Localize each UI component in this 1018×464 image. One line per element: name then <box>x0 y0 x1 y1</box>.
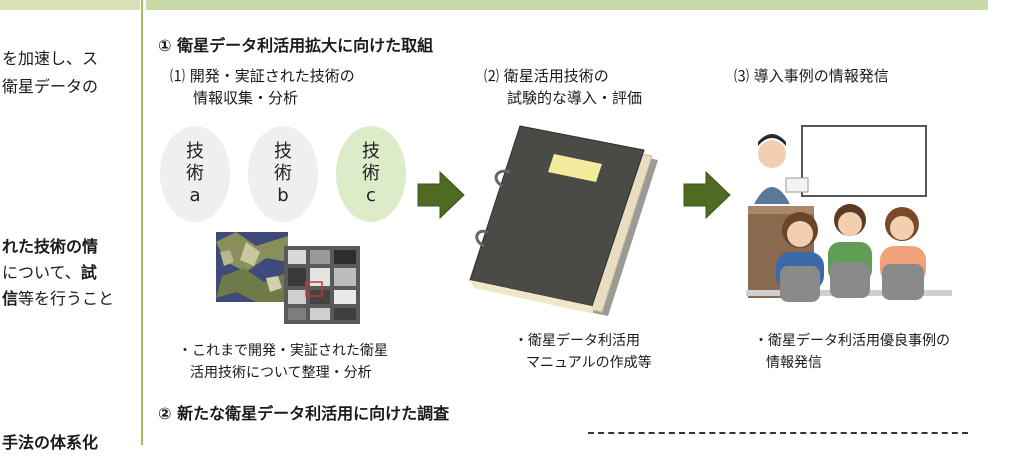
arrow-right-icon <box>417 170 465 220</box>
col3-note-line2: 情報発信 <box>766 355 822 371</box>
tech-circle-c-line3: c <box>366 185 376 206</box>
arrow-right-icon <box>683 170 731 220</box>
tech-circle-c-line1: 技 <box>362 141 380 162</box>
top-bar-right <box>146 0 988 10</box>
col2-note-line2: マニュアルの作成等 <box>526 355 652 371</box>
left-text-line5: 信等を行うこと <box>2 288 114 310</box>
tech-circle-a: 技 術 a <box>160 126 230 222</box>
left-text-line4a: について、 <box>2 263 81 282</box>
satellite-image-grayscale <box>284 246 360 324</box>
col1-title-line1: ⑴ 開発・実証された技術の <box>170 67 355 85</box>
left-text-line2: 衛星データの <box>2 77 99 96</box>
left-text-line5b: 等を行うこと <box>18 289 115 308</box>
tech-circle-b-line1: 技 <box>274 141 292 162</box>
col1-note-line1: ・これまで開発・実証された衛星 <box>178 343 388 359</box>
dashed-box <box>588 432 968 464</box>
column-divider <box>141 0 143 445</box>
left-text-line5a: 信 <box>2 289 19 308</box>
left-text-line4: について、試 <box>2 262 97 284</box>
col1-title-line2: 情報収集・分析 <box>193 89 299 107</box>
left-text-line1: を加速し、ス <box>2 49 99 68</box>
presentation-illustration <box>746 125 952 302</box>
tech-circle-a-line2: 術 <box>186 163 204 184</box>
tech-circle-a-line1: 技 <box>186 141 204 162</box>
tech-circle-b-line3: b <box>277 185 289 206</box>
left-text-line3: れた技術の情 <box>2 237 99 256</box>
satellite-image-color <box>216 232 288 302</box>
top-bar-left <box>0 0 140 10</box>
tech-circle-c: 技 術 c <box>336 126 406 222</box>
binder-illustration <box>469 125 658 316</box>
left-text-line6: 手法の体系化 <box>2 433 99 452</box>
tech-circle-b-line2: 術 <box>274 163 292 184</box>
col2-title-line1: ⑵ 衛星活用技術の <box>484 67 609 85</box>
col3-title: ⑶ 導入事例の情報発信 <box>734 67 889 85</box>
col1-note-line2: 活用技術について整理・分析 <box>190 365 372 381</box>
tech-circle-c-line2: 術 <box>362 163 380 184</box>
col2-title-line2: 試験的な導入・評価 <box>507 89 643 107</box>
tech-circle-a-line3: a <box>189 185 201 206</box>
section1-heading: ① 衛星データ利活用拡大に向けた取組 <box>158 36 434 55</box>
col2-note-line1: ・衛星データ利活用 <box>514 333 640 349</box>
left-text-line4b: 試 <box>80 263 97 282</box>
tech-circle-b: 技 術 b <box>248 126 318 222</box>
col3-note-line1: ・衛星データ利活用優良事例の <box>754 333 950 349</box>
section2-heading: ② 新たな衛星データ利活用に向けた調査 <box>158 404 450 423</box>
